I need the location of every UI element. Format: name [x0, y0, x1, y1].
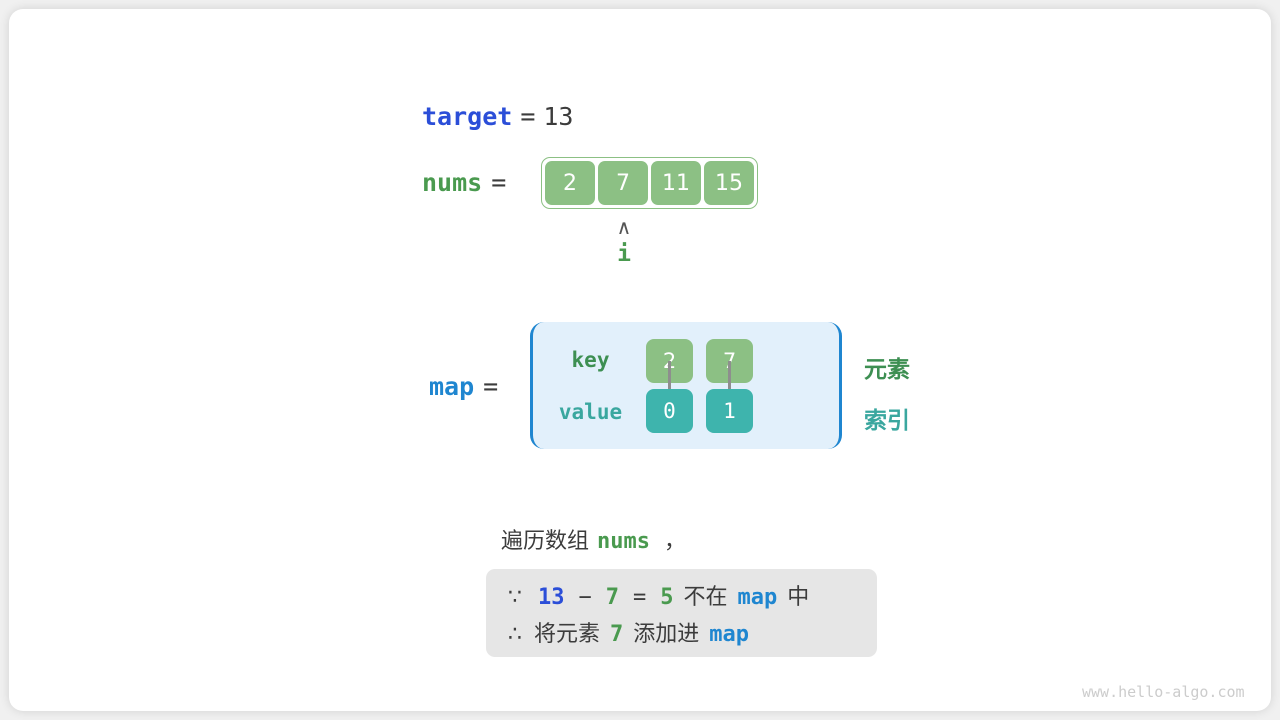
- map-label-row: map =: [429, 372, 498, 401]
- nums-cell: 7: [598, 161, 648, 205]
- target-value: 13: [543, 102, 574, 131]
- nums-cell: 11: [651, 161, 701, 205]
- info-line1-text2: 中: [787, 585, 810, 610]
- therefore-symbol-icon: ∴: [508, 622, 522, 647]
- caption-suffix: ，: [664, 529, 687, 554]
- map-key-row-label: key: [571, 348, 610, 372]
- pointer-label-i: i: [617, 241, 631, 267]
- legend-index: 索引: [864, 408, 910, 434]
- info-line2-map: map: [709, 622, 750, 647]
- map-label: map: [429, 372, 475, 401]
- map-value-text: 0: [663, 399, 676, 423]
- map-value-row-label: value: [558, 400, 623, 424]
- info-line2-text2: 添加进: [633, 622, 700, 647]
- map-entry-column: 2 0: [646, 339, 693, 433]
- because-symbol-icon: ∵: [508, 585, 522, 610]
- pointer-caret-icon: ∧: [616, 215, 632, 239]
- map-value-cell: 0: [646, 389, 693, 433]
- nums-array: 2 7 11 15: [541, 157, 758, 209]
- caption-text: 遍历数组 nums ，: [501, 523, 686, 555]
- legend-element: 元素: [864, 357, 910, 383]
- target-equals: =: [520, 102, 536, 131]
- info-line1-text1: 不在: [683, 585, 728, 610]
- map-equals: =: [483, 372, 499, 401]
- nums-equals: =: [491, 168, 507, 197]
- info-line1-equals: =: [633, 585, 647, 610]
- nums-label: nums: [422, 168, 483, 197]
- info-line2-value: 7: [610, 622, 624, 647]
- info-line2-text1: 将元素: [534, 622, 601, 647]
- nums-label-row: nums =: [422, 168, 506, 197]
- target-row: target=13: [422, 102, 573, 131]
- caption-code: nums: [597, 529, 650, 554]
- info-line1-result: 5: [660, 585, 674, 610]
- info-line-2: ∴ 将元素 7 添加进 map: [508, 616, 877, 653]
- watermark: www.hello-algo.com: [1082, 683, 1245, 701]
- nums-cell: 15: [704, 161, 754, 205]
- info-line1-b: 7: [605, 585, 619, 610]
- info-line1-map: map: [737, 585, 778, 610]
- map-value-cell: 1: [706, 389, 753, 433]
- info-line1-minus: −: [578, 585, 592, 610]
- info-line1-a: 13: [538, 585, 565, 610]
- diagram-card: target=13 nums= 2 7 11 15 ∧ i map= key v…: [9, 9, 1271, 711]
- map-row-labels: key value: [533, 322, 648, 449]
- info-line-1: ∵ 13−7 = 5 不在 map 中: [508, 579, 877, 616]
- nums-cell: 2: [545, 161, 595, 205]
- caption-prefix: 遍历数组: [501, 529, 590, 554]
- map-entry-column: 7 1: [706, 339, 753, 433]
- target-label: target: [422, 102, 513, 131]
- map-container: key value 2 0 7 1: [530, 322, 842, 449]
- map-value-text: 1: [723, 399, 736, 423]
